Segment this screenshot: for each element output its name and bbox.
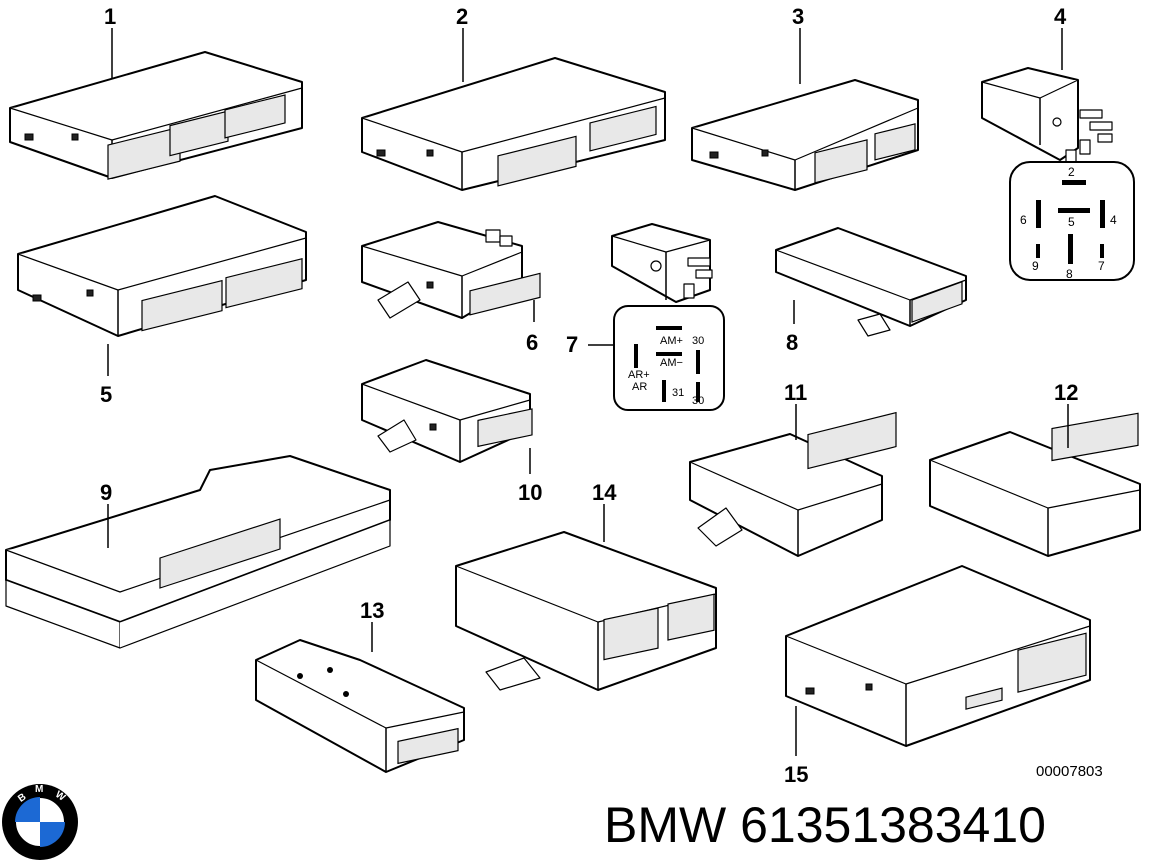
relay-7-pin-30-bottom: 30	[692, 395, 704, 407]
callout-numbers: 1 2 3 4 5 6 7 8 9 10 11 12 13 14 15	[100, 4, 1078, 787]
relay-7-ar: AR	[632, 381, 647, 393]
relay-4-pin-8: 8	[1066, 267, 1073, 281]
callout-7: 7	[566, 332, 578, 357]
relay-7-am-minus: AM−	[660, 357, 683, 369]
module-2	[361, 57, 666, 191]
relay-4-pin-9: 9	[1032, 259, 1039, 273]
module-13	[255, 639, 465, 773]
module-11	[689, 411, 897, 557]
relay-4-pin-7: 7	[1098, 259, 1105, 273]
relay-4-pin-5: 5	[1068, 215, 1075, 229]
callout-8: 8	[786, 330, 798, 355]
callout-4: 4	[1054, 4, 1067, 29]
drawing-reference: 00007803	[1036, 763, 1103, 780]
callout-12: 12	[1054, 380, 1078, 405]
module-8	[775, 227, 967, 337]
relay-4-pin-6: 6	[1020, 213, 1027, 227]
leader-lines	[107, 28, 1069, 756]
module-1	[9, 51, 303, 180]
relay-7-pin-30-top: 30	[692, 335, 704, 347]
module-15	[785, 565, 1091, 747]
relay-7-ar-plus: AR+	[628, 369, 650, 381]
callout-10: 10	[518, 480, 542, 505]
relay-4	[981, 67, 1113, 165]
callout-9: 9	[100, 480, 112, 505]
module-6	[361, 221, 541, 319]
svg-text:M: M	[35, 784, 43, 795]
relay-7-am-plus: AM+	[660, 335, 683, 347]
module-9	[5, 455, 391, 649]
relay-4-pin-4: 4	[1110, 213, 1117, 227]
callout-2: 2	[456, 4, 468, 29]
callout-15: 15	[784, 762, 808, 787]
module-3	[691, 79, 919, 191]
relay-7-pin-diagram: AM+ AM− AR+ AR 30 31 30	[613, 305, 725, 411]
relay-7-pin-31: 31	[672, 387, 684, 399]
callout-6: 6	[526, 330, 538, 355]
module-12	[929, 412, 1141, 557]
callout-11: 11	[784, 380, 807, 405]
callout-13: 13	[360, 598, 384, 623]
module-5	[17, 195, 307, 337]
bmw-logo: B M W	[2, 784, 78, 860]
relay-4-pin-2: 2	[1068, 165, 1075, 179]
module-10	[361, 359, 533, 463]
callout-1: 1	[104, 4, 116, 29]
relay-4-pin-diagram: 2 5 6 4 9 8 7	[1009, 161, 1135, 281]
module-14	[455, 531, 717, 691]
callout-14: 14	[592, 480, 617, 505]
relay-7	[611, 223, 713, 303]
callout-3: 3	[792, 4, 804, 29]
callout-5: 5	[100, 382, 112, 407]
part-number-label: BMW 61351383410	[604, 797, 1046, 853]
